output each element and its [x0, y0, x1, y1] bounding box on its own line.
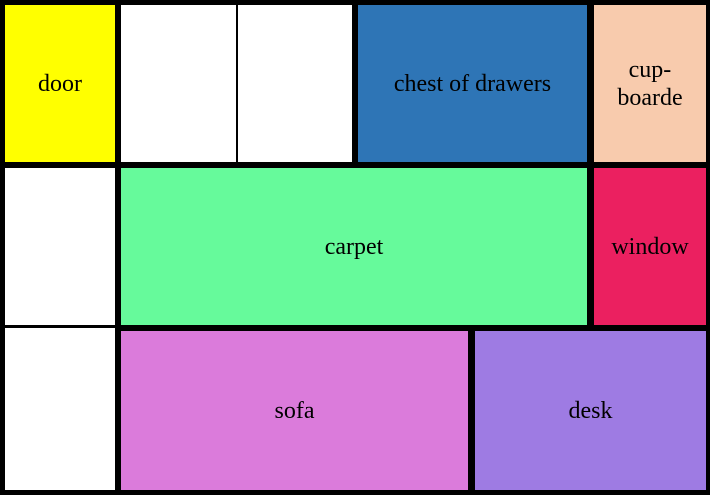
dashed-divider-vertical — [236, 5, 238, 162]
chest-of-drawers-label: chest of drawers — [393, 70, 552, 97]
sofa-label: sofa — [274, 397, 315, 424]
blank-block-top-left — [121, 5, 236, 162]
door-block: door — [5, 5, 115, 162]
carpet-block: carpet — [121, 168, 587, 325]
cupboard-label: cup- boarde — [617, 56, 683, 111]
window-label: window — [611, 233, 689, 260]
cupboard-block: cup- boarde — [594, 5, 706, 162]
blank-block-top-right — [238, 5, 352, 162]
blank-block-left-top — [5, 168, 115, 325]
sofa-block: sofa — [121, 331, 468, 490]
blank-block-left-bottom — [5, 328, 115, 490]
desk-block: desk — [475, 331, 706, 490]
carpet-label: carpet — [324, 233, 384, 260]
door-label: door — [38, 70, 82, 97]
chest-of-drawers-block: chest of drawers — [358, 5, 587, 162]
window-block: window — [594, 168, 706, 325]
desk-label: desk — [568, 397, 613, 424]
dashed-divider-horizontal — [5, 325, 115, 327]
